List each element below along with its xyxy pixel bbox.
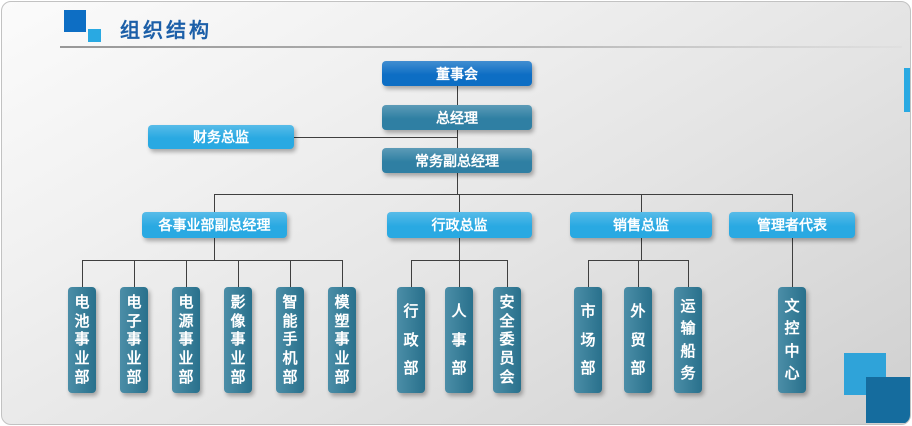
title-deco-square-large — [64, 10, 86, 32]
org-node-label: 运输船务 — [680, 297, 696, 383]
connector-branch2-drop2 — [459, 260, 460, 287]
org-node-label: 行政部 — [403, 303, 419, 377]
connector-branch1-drop5 — [290, 260, 291, 287]
org-node-electronics-division: 电子事业部 — [120, 287, 148, 393]
org-node-foreign-trade-dept: 外贸部 — [624, 287, 652, 393]
org-node-label: 外贸部 — [630, 303, 646, 377]
org-node-label: 电子事业部 — [126, 293, 142, 387]
org-node-board: 董事会 — [382, 61, 532, 86]
org-node-battery-division: 电池事业部 — [68, 287, 96, 393]
corner-deco-square-dark — [866, 377, 910, 423]
connector-deputy-distribution — [457, 173, 458, 194]
org-node-label: 安全委员会 — [499, 293, 515, 387]
connector-gm-deputy — [457, 130, 458, 148]
connector-drop-branch1 — [214, 194, 215, 212]
connector-branch1-stem — [214, 238, 215, 260]
connector-branch1-drop2 — [134, 260, 135, 287]
org-node-power-division: 电源事业部 — [172, 287, 200, 393]
page-title: 组织结构 — [120, 20, 212, 42]
connector-branch2-drop1 — [411, 260, 412, 287]
org-node-imaging-division: 影像事业部 — [224, 287, 252, 393]
connector-branch1-drop1 — [82, 260, 83, 287]
connector-branch1-bus — [82, 260, 342, 261]
org-node-label: 模塑事业部 — [334, 293, 350, 387]
connector-drop-branch2 — [459, 194, 460, 212]
org-node-label: 市场部 — [580, 303, 596, 377]
org-node-shipping-dept: 运输船务 — [674, 287, 702, 393]
org-node-hr-dept: 人事部 — [445, 287, 473, 393]
connector-branch1-drop3 — [186, 260, 187, 287]
connector-distribution-line — [214, 194, 792, 195]
org-node-label: 电池事业部 — [74, 293, 90, 387]
right-edge-accent-bar — [904, 68, 910, 112]
org-node-safety-committee: 安全委员会 — [493, 287, 521, 393]
org-node-management-rep: 管理者代表 — [729, 212, 855, 238]
connector-branch3-drop1 — [588, 260, 589, 287]
org-node-label: 智能手机部 — [282, 293, 298, 387]
title-divider — [60, 46, 902, 48]
connector-branch3-drop2 — [638, 260, 639, 287]
org-node-deputy-general-manager: 常务副总经理 — [382, 148, 532, 173]
org-node-doc-control-center: 文控中心 — [778, 287, 806, 393]
connector-branch1-drop4 — [238, 260, 239, 287]
org-node-general-manager: 总经理 — [382, 105, 532, 130]
org-node-admin-dept: 行政部 — [397, 287, 425, 393]
org-node-finance-director: 财务总监 — [148, 125, 294, 149]
connector-finance — [294, 137, 457, 138]
org-node-smartphone-division: 智能手机部 — [276, 287, 304, 393]
org-node-molding-division: 模塑事业部 — [328, 287, 356, 393]
org-node-label: 文控中心 — [784, 297, 800, 383]
org-node-admin-director: 行政总监 — [387, 212, 532, 238]
connector-branch3-drop3 — [688, 260, 689, 287]
org-node-label: 影像事业部 — [230, 293, 246, 387]
org-node-label: 人事部 — [451, 303, 467, 377]
org-node-label: 电源事业部 — [178, 293, 194, 387]
connector-drop-branch4 — [792, 194, 793, 212]
connector-branch1-drop6 — [342, 260, 343, 287]
connector-board-gm — [457, 86, 458, 105]
org-node-marketing-dept: 市场部 — [574, 287, 602, 393]
connector-branch2-drop3 — [507, 260, 508, 287]
title-deco-square-small — [88, 29, 101, 42]
connector-branch3-stem — [641, 238, 642, 260]
org-node-sales-director: 销售总监 — [570, 212, 712, 238]
connector-drop-branch3 — [641, 194, 642, 212]
connector-branch2-stem — [459, 238, 460, 260]
org-node-division-deputy-gm: 各事业部副总经理 — [142, 212, 287, 238]
connector-branch4-stem — [792, 238, 793, 287]
